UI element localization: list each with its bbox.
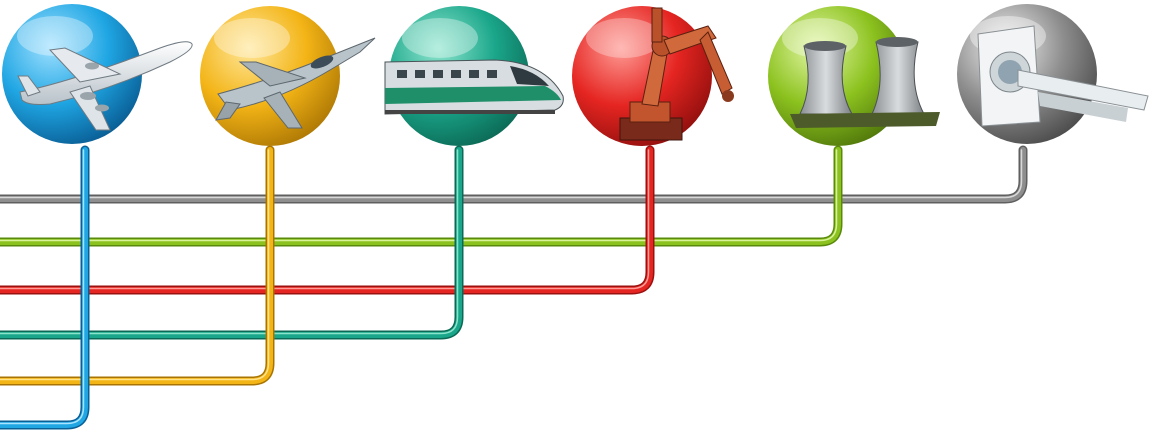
connector-lines <box>0 150 1023 425</box>
node-energy[interactable] <box>768 6 940 146</box>
high-speed-train-icon <box>385 60 563 114</box>
line-robotics <box>0 150 650 290</box>
node-medical[interactable] <box>957 4 1148 144</box>
node-aircraft[interactable] <box>2 4 192 144</box>
line-defense <box>0 150 270 381</box>
node-defense[interactable] <box>200 6 375 146</box>
node-robotics[interactable] <box>572 6 734 146</box>
node-rail[interactable] <box>385 6 563 146</box>
line-medical <box>0 150 1023 199</box>
